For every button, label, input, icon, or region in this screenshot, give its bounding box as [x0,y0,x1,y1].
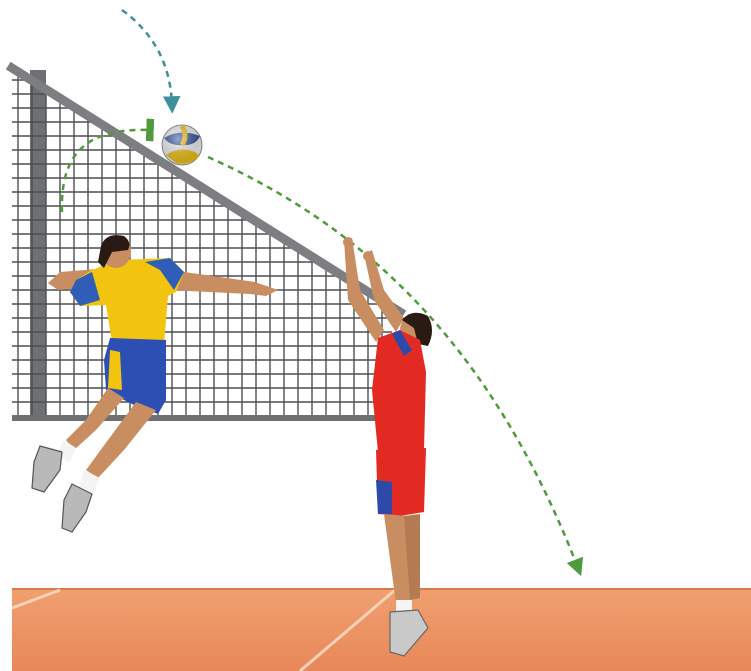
incoming-ball-arrow [122,10,172,105]
volleyball-net [12,68,400,420]
attacking-player-yellow [32,235,278,532]
volleyball [162,125,202,165]
net-mesh [12,72,392,418]
court-floor [12,588,751,671]
